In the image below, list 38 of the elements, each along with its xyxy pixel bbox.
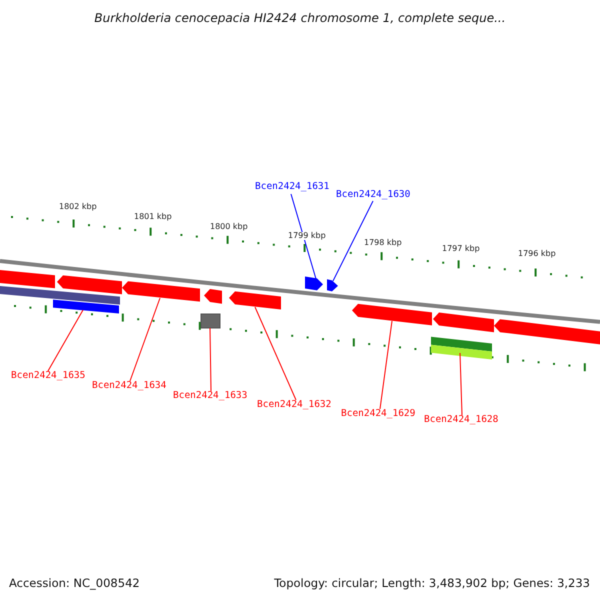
leader-line <box>332 200 374 282</box>
leader-line <box>254 306 296 400</box>
gene-feature <box>0 270 55 288</box>
gene-box <box>200 314 220 328</box>
gene-bar <box>431 336 492 360</box>
accession-text: Accession: NC_008542 <box>9 575 140 592</box>
gene-feature <box>229 291 281 310</box>
gene-label: Bcen2424_1631 <box>255 182 330 192</box>
title: Burkholderia cenocepacia HI2424 chromosome 1, complete seque... <box>93 10 507 27</box>
gene-label: Bcen2424_1629 <box>341 409 416 418</box>
genome-summary-text: Topology: circular; Length: 3,483,902 bp; Genes: 3,233 <box>274 575 590 592</box>
scale-label: 1802 kbp <box>59 203 97 211</box>
gene-feature <box>327 279 338 292</box>
gene-label: Bcen2424_1630 <box>336 190 410 200</box>
gene-label: Bcen2424_1633 <box>173 391 248 400</box>
leader-line <box>460 352 462 416</box>
scale-label: 1800 kbp <box>210 223 248 231</box>
scale-label: 1797 kbp <box>442 245 480 253</box>
leader-line <box>210 328 212 392</box>
gene-label: Bcen2424_1634 <box>92 381 166 390</box>
leader-line <box>290 194 316 280</box>
leader-line <box>380 320 392 410</box>
gene-feature <box>57 275 122 294</box>
gene-label: Bcen2424_1632 <box>257 400 332 410</box>
gene-bar <box>0 286 120 305</box>
scale-label: 1799 kbp <box>288 232 326 240</box>
gene-label: Bcen2424_1635 <box>11 371 86 380</box>
scale-label: 1801 kbp <box>134 213 172 221</box>
leader-line <box>130 298 160 382</box>
gene-feature <box>352 304 432 326</box>
gene-feature <box>305 276 323 290</box>
gene-feature <box>122 281 200 302</box>
gene-feature <box>433 312 494 332</box>
scale-label: 1796 kbp <box>518 250 556 258</box>
gene-feature <box>204 288 222 304</box>
scale-label: 1798 kbp <box>364 239 402 247</box>
gene-label: Bcen2424_1628 <box>424 415 498 424</box>
gene-bar <box>53 300 119 314</box>
